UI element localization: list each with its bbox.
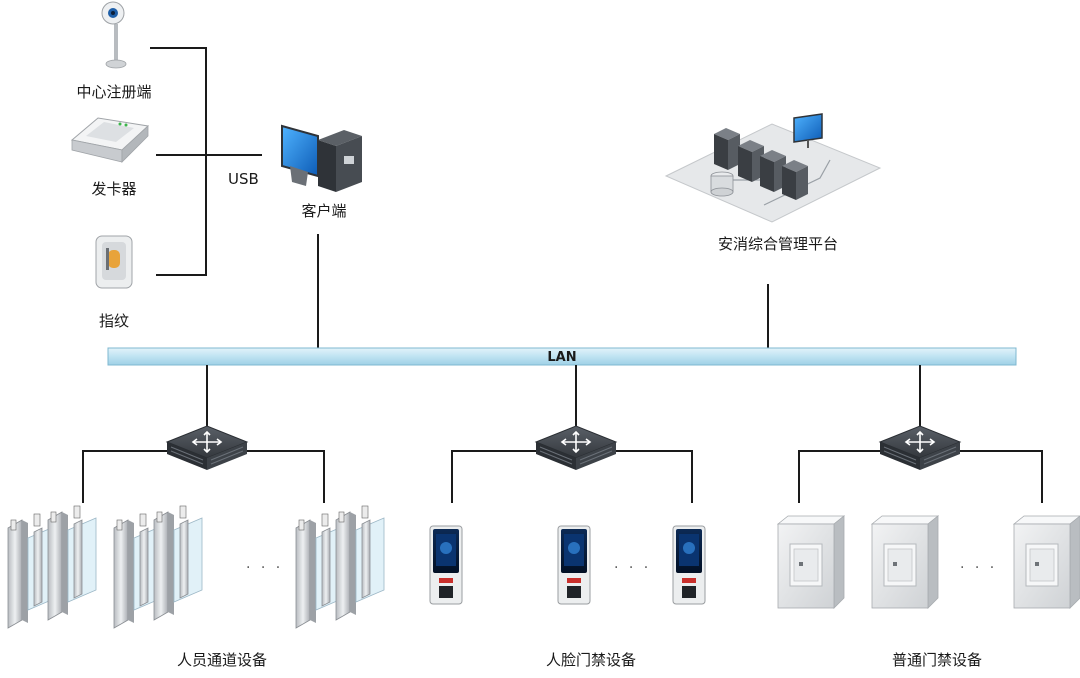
fingerprint-reader-icon — [95, 235, 133, 289]
switch-group-1 — [82, 365, 325, 503]
fingerprint-label: 指纹 — [99, 312, 129, 330]
ellipsis: · · · — [960, 560, 997, 576]
face-terminal-icon — [672, 525, 706, 605]
turnstile-gate-icon — [47, 505, 97, 621]
turnstile-gate-icon — [153, 505, 203, 621]
normal-access-label: 普通门禁设备 — [892, 651, 982, 669]
platform-label: 安消综合管理平台 — [718, 235, 838, 253]
management-platform-icon — [664, 113, 882, 223]
access-controller-cabinet-icon — [1013, 515, 1080, 609]
access-controller-cabinet-icon — [871, 515, 939, 609]
face-access-label: 人脸门禁设备 — [546, 651, 636, 669]
registration-camera-icon — [101, 1, 127, 69]
face-access-devices: · · · — [429, 525, 706, 605]
network-switch-icon — [166, 425, 248, 471]
personnel-channel-label: 人员通道设备 — [177, 651, 267, 669]
center-registration-label: 中心注册端 — [76, 83, 151, 101]
lan-bus — [107, 347, 1017, 366]
normal-access-devices: · · · — [777, 515, 1080, 609]
usb-label: USB — [228, 170, 259, 188]
client-pc-icon — [281, 124, 362, 192]
face-terminal-icon — [429, 525, 463, 605]
face-terminal-icon — [557, 525, 591, 605]
client-label: 客户端 — [301, 202, 346, 220]
network-switch-icon — [879, 425, 961, 471]
registration-devices: 中心注册端 发卡器 指纹 — [70, 1, 152, 330]
lan-label: LAN — [547, 350, 576, 365]
usb-wiring — [150, 47, 262, 276]
card-issuer-icon — [70, 117, 150, 163]
turnstile-gate-icon — [335, 505, 385, 621]
network-switch-icon — [535, 425, 617, 471]
access-controller-cabinet-icon — [777, 515, 845, 609]
ellipsis: · · · — [246, 560, 283, 576]
card-issuer-label: 发卡器 — [91, 180, 136, 198]
switch-group-3 — [798, 365, 1043, 503]
switch-group-2 — [451, 365, 693, 503]
personnel-channel-devices: · · · — [7, 505, 385, 629]
ellipsis: · · · — [614, 560, 651, 576]
